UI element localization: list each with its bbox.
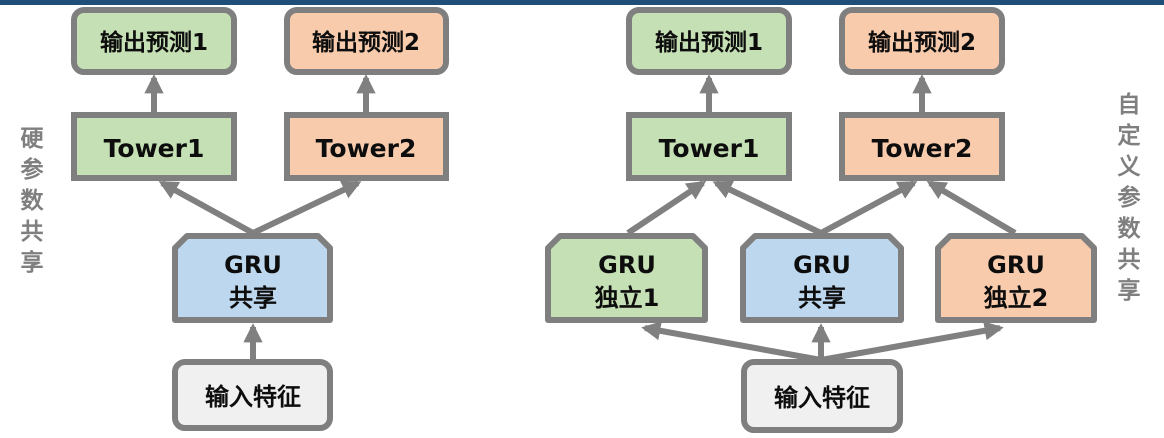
side-label-char: 共 (20, 219, 44, 245)
side-label-char: 自 (1117, 92, 1141, 118)
right-grushared-line1: GRU (793, 251, 851, 279)
arrow-gru2-to-tower2 (926, 180, 1017, 236)
left-arrows (144, 74, 376, 360)
side-label-char: 享 (20, 250, 44, 276)
right-gru1-line2: 独立1 (595, 284, 660, 312)
side-label-char: 义 (1117, 154, 1141, 180)
side-label-char: 参 (20, 157, 44, 183)
right-side-label: 自定义参数共享 (1115, 90, 1143, 307)
side-label-char: 定 (1117, 123, 1141, 149)
side-label-char: 共 (1117, 247, 1141, 273)
top-bar (0, 0, 1164, 5)
arrow-gru1-to-tower1 (626, 180, 707, 236)
right-input-box: 输入特征 (741, 359, 903, 433)
left-output2-box: 输出预测2 (284, 7, 449, 75)
arrow-input-to-gru2 (820, 321, 1004, 363)
right-output1-box: 输出预测1 (626, 7, 792, 75)
side-label-char: 享 (1117, 278, 1141, 304)
side-label-char: 硬 (20, 126, 44, 152)
right-gru-shared-box: GRU 共享 (740, 233, 904, 323)
side-label-char: 参 (1117, 185, 1141, 211)
left-gru-shared-line1: GRU (224, 251, 282, 279)
left-tower2-box: Tower2 (284, 112, 449, 181)
side-label-char: 数 (1117, 216, 1141, 242)
left-gru-shared-box: GRU 共享 (172, 233, 333, 323)
right-tower2-label: Tower2 (872, 134, 973, 163)
left-input-label: 输入特征 (205, 383, 301, 411)
left-tower2-label: Tower2 (316, 134, 417, 163)
arrow-input-to-gru1 (641, 321, 822, 363)
left-input-box: 输入特征 (172, 359, 333, 431)
left-diagram: 输出预测1 输出预测2 Tower1 Tower2 GRU 共享 输入特征 (71, 7, 449, 431)
right-output2-box: 输出预测2 (839, 7, 1005, 75)
arrow-grushared-to-tower1 (712, 180, 823, 236)
left-side-label: 硬参数共享 (18, 124, 46, 279)
right-gru1-line1: GRU (598, 251, 656, 279)
arrow-gru-to-tower2 (251, 180, 362, 236)
left-gru-shared-line2: 共享 (229, 284, 277, 312)
right-tower1-box: Tower1 (626, 112, 792, 181)
arrow-gru-to-tower1 (158, 180, 255, 236)
left-tower1-box: Tower1 (71, 112, 237, 181)
left-tower1-label: Tower1 (104, 134, 205, 163)
side-label-char: 数 (20, 188, 44, 214)
left-output1-box: 输出预测1 (71, 7, 237, 75)
right-output1-label: 输出预测1 (655, 29, 763, 56)
right-diagram: 输出预测1 输出预测2 Tower1 Tower2 GRU 独立1 GRU 共享… (545, 7, 1097, 433)
right-arrows (626, 74, 1017, 363)
right-output2-label: 输出预测2 (868, 29, 976, 56)
left-output2-label: 输出预测2 (312, 29, 420, 56)
right-gru2-line1: GRU (987, 251, 1045, 279)
right-tower1-label: Tower1 (659, 134, 760, 163)
arrow-grushared-to-tower2 (819, 180, 918, 236)
left-output1-label: 输出预测1 (100, 29, 208, 56)
right-gru-independent1-box: GRU 独立1 (545, 233, 708, 323)
right-tower2-box: Tower2 (839, 112, 1005, 181)
right-gru-independent2-box: GRU 独立2 (935, 233, 1097, 323)
right-grushared-line2: 共享 (798, 284, 846, 312)
right-input-label: 输入特征 (774, 384, 870, 412)
right-gru2-line2: 独立2 (984, 284, 1049, 312)
